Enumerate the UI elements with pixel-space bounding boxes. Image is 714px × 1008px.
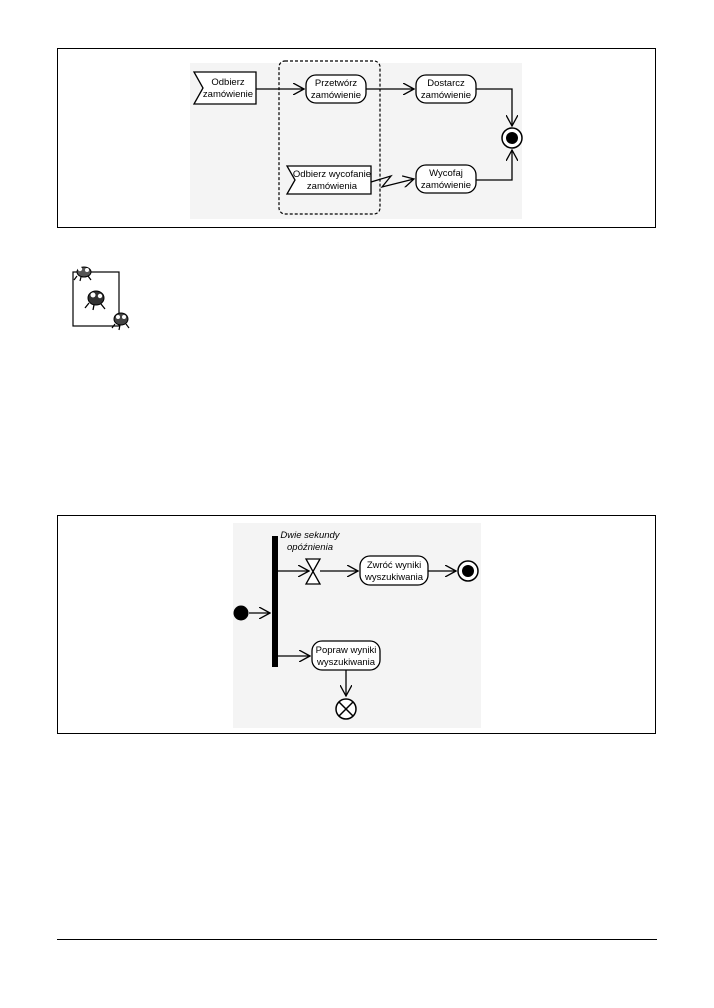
figure-2-background bbox=[233, 523, 481, 728]
figure-1-frame: Odbierz zamówienie Przetwórz zamówienie … bbox=[57, 48, 656, 228]
tip-note-icon bbox=[72, 266, 130, 331]
accept-event-odbierz-zamowienie: Odbierz zamówienie bbox=[192, 71, 257, 105]
final-node bbox=[501, 127, 523, 149]
timer-label-line-2: opóźnienia bbox=[287, 542, 333, 553]
svg-text:Popraw wyniki: Popraw wyniki bbox=[316, 645, 377, 656]
action-wycofaj-zamowienie: Wycofaj zamówienie bbox=[415, 164, 477, 194]
action-przetworz-zamowienie: Przetwórz zamówienie bbox=[305, 74, 367, 104]
fork-bar bbox=[272, 536, 278, 667]
flow-final-node bbox=[335, 698, 357, 720]
svg-text:Odbierz wycofanie: Odbierz wycofanie bbox=[293, 169, 371, 180]
svg-text:zamówienie: zamówienie bbox=[311, 90, 361, 101]
svg-text:Odbierz: Odbierz bbox=[211, 77, 245, 88]
activity-final-node bbox=[457, 560, 479, 582]
figure-2-diagram: Dwie sekundy opóźnienia Zwróć wyniki wys… bbox=[233, 523, 481, 728]
svg-text:zamówienia: zamówienia bbox=[307, 181, 358, 192]
svg-text:zamówienie: zamówienie bbox=[203, 89, 253, 100]
interrupting-edge bbox=[370, 174, 414, 189]
action-popraw-wyniki: Popraw wyniki wyszukiwania bbox=[311, 640, 381, 671]
figure-2-frame: Dwie sekundy opóźnienia Zwróć wyniki wys… bbox=[57, 515, 656, 734]
initial-node bbox=[233, 605, 249, 621]
svg-text:zamówienie: zamówienie bbox=[421, 180, 471, 191]
svg-text:Wycofaj: Wycofaj bbox=[429, 168, 463, 179]
svg-text:Dostarcz: Dostarcz bbox=[427, 78, 465, 89]
footer-rule bbox=[57, 939, 657, 940]
action-zwroc-wyniki: Zwróć wyniki wyszukiwania bbox=[359, 555, 429, 586]
action-dostarcz-zamowienie: Dostarcz zamówienie bbox=[415, 74, 477, 104]
interruptible-region bbox=[278, 60, 381, 215]
svg-text:wyszukiwania: wyszukiwania bbox=[364, 572, 424, 583]
flow-wycofaj-to-final bbox=[476, 150, 512, 181]
svg-text:Przetwórz: Przetwórz bbox=[315, 78, 357, 89]
svg-text:Zwróć wyniki: Zwróć wyniki bbox=[367, 560, 421, 571]
figure-1-diagram: Odbierz zamówienie Przetwórz zamówienie … bbox=[190, 60, 523, 219]
timer-label-line-1: Dwie sekundy bbox=[280, 530, 340, 541]
accept-event-odbierz-wycofanie: Odbierz wycofanie zamówienia bbox=[285, 165, 372, 195]
flow-dostarcz-to-final bbox=[476, 88, 512, 126]
svg-text:zamówienie: zamówienie bbox=[421, 90, 471, 101]
svg-text:wyszukiwania: wyszukiwania bbox=[316, 657, 376, 668]
